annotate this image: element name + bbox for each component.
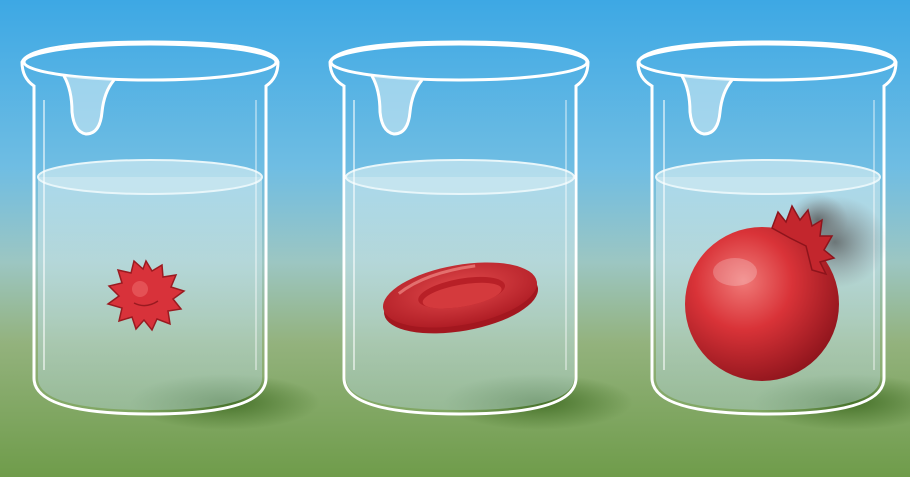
water-surface-middle xyxy=(346,160,574,194)
water-surface-left xyxy=(38,160,262,194)
water-surface-right xyxy=(656,160,880,194)
